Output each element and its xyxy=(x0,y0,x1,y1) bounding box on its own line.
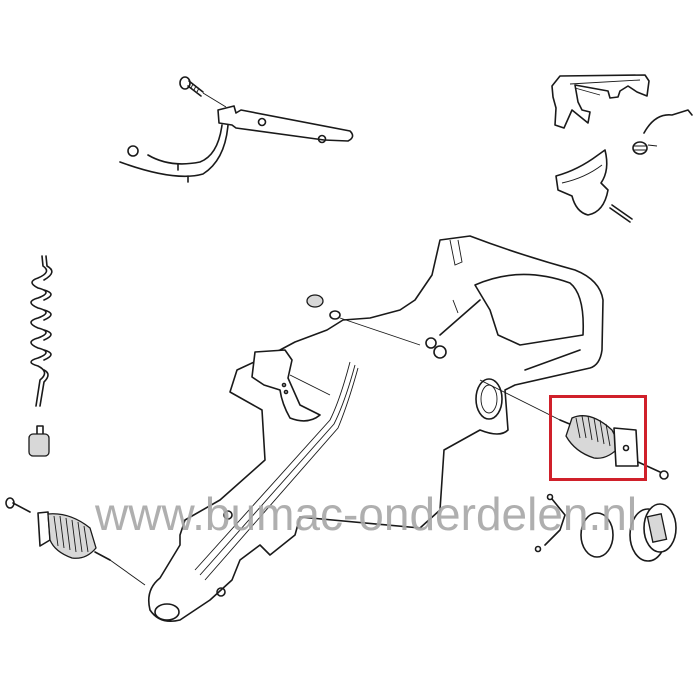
pin xyxy=(609,204,633,223)
fuel-cap-retainer xyxy=(534,493,566,553)
throttle-lock-lever xyxy=(551,74,650,129)
throttle-trigger xyxy=(555,149,609,216)
fuel-hose-coil xyxy=(30,255,53,407)
av-spring-rear xyxy=(479,379,669,480)
torsion-spring xyxy=(632,109,693,155)
leader-line xyxy=(339,317,421,346)
front-handle-trigger-cover xyxy=(251,349,331,422)
screw-icon xyxy=(179,76,204,97)
fuel-filter xyxy=(28,425,50,457)
rear-handle-tank-housing xyxy=(147,235,604,623)
chain-brake-bracket-with-wires xyxy=(119,76,354,183)
highlight-box xyxy=(549,395,647,481)
grommet-cap xyxy=(306,294,324,308)
av-spring-front xyxy=(5,497,146,586)
fuel-cap xyxy=(629,503,677,562)
grommet-ring xyxy=(329,310,341,320)
o-ring xyxy=(580,512,614,558)
